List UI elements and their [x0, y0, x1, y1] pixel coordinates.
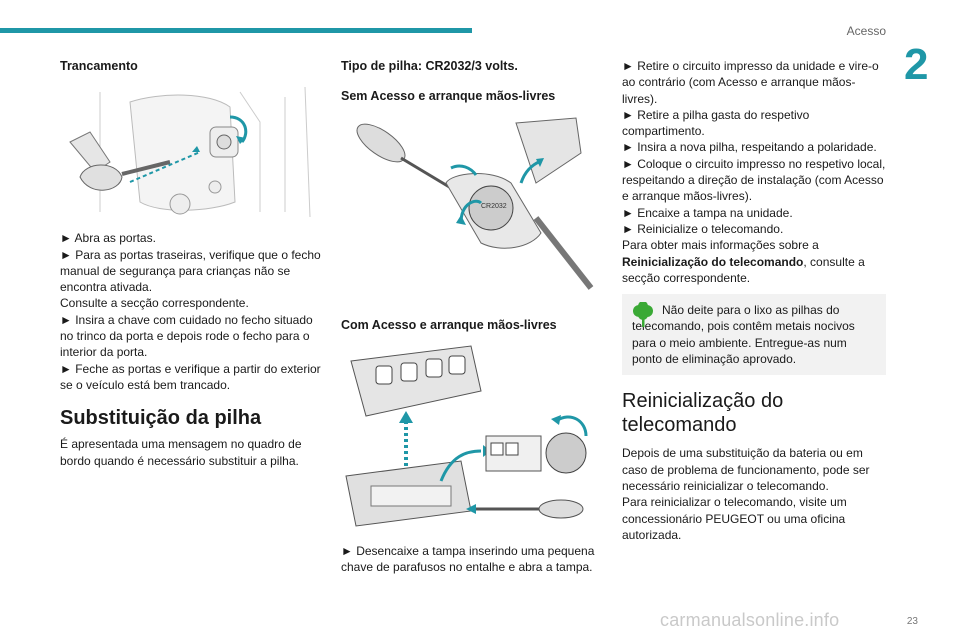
- locking-step-3: ► Insira a chave com cuidado no fecho si…: [60, 312, 313, 360]
- leaf-icon: [633, 302, 653, 328]
- with-keyless-subhead: Com Acesso e arranque mãos-livres: [341, 317, 557, 332]
- section-title: Acesso: [846, 24, 886, 38]
- column-middle: Tipo de pilha: CR2032/3 volts. Sem Acess…: [341, 58, 603, 575]
- battery-intro: É apresentada uma mensagem no quadro de …: [60, 437, 302, 468]
- more-info-link: Reinicialização do telecomando: [622, 254, 804, 269]
- locking-step-1: ► Abra as portas.: [60, 231, 156, 246]
- open-cover-instruction: ► Desencaixe a tampa inserindo uma peque…: [341, 543, 595, 575]
- page-number: 23: [906, 616, 918, 627]
- more-info-post: , consulte a secção correspondente.: [622, 254, 865, 285]
- replace-step-1: ► Retire o circuito impresso da unidade …: [622, 59, 879, 106]
- column-left: Trancamento ► Abra as portas. ► Para as …: [60, 58, 322, 469]
- key-battery-illustration: CR2032: [341, 112, 603, 303]
- locking-step-4: ► Feche as portas e verifique a partir d…: [60, 361, 321, 392]
- reset-body-1: Depois de uma substituição da bateria ou…: [622, 446, 870, 493]
- svg-text:CR2032: CR2032: [481, 203, 507, 210]
- keyless-fob-illustration: [341, 340, 603, 533]
- without-keyless-subhead: Sem Acesso e arranque mãos-livres: [341, 89, 556, 104]
- more-info-pre: Para obter mais informações sobre a: [622, 238, 819, 253]
- more-info-text: Para obter mais informações sobre a Rein…: [622, 237, 886, 286]
- replace-step-4: ► Coloque o circuito impresso no respeti…: [622, 156, 886, 204]
- locking-subhead: Trancamento: [60, 59, 138, 73]
- watermark: carmanualsonline.info: [660, 610, 840, 630]
- header-accent-bar: [0, 28, 472, 33]
- door-lock-illustration: [60, 82, 322, 223]
- reset-body-2: Para reinicializar o telecomando, visite…: [622, 495, 847, 542]
- replace-step-5: ► Encaixe a tampa na unidade.: [622, 205, 793, 220]
- replace-step-2: ► Retire a pilha gasta do respetivo comp…: [622, 107, 810, 139]
- replace-step-3: ► Insira a nova pilha, respeitando a pol…: [622, 140, 877, 155]
- chapter-number: 2: [904, 40, 929, 89]
- replace-step-6: ► Reinicialize o telecomando.: [622, 221, 784, 236]
- reset-heading: Reinicialização do telecomando: [622, 390, 784, 437]
- environment-note-text: Não deite para o lixo as pilhas do telec…: [632, 303, 855, 367]
- locking-note: Consulte a secção correspondente.: [60, 296, 249, 311]
- locking-step-2: ► Para as portas traseiras, verifique qu…: [60, 247, 321, 295]
- environment-note: Não deite para o lixo as pilhas do telec…: [622, 294, 886, 376]
- column-right: ► Retire o circuito impresso da unidade …: [622, 58, 886, 543]
- battery-type: Tipo de pilha: CR2032/3 volts.: [341, 59, 518, 73]
- battery-heading: Substituição da pilha: [60, 407, 262, 430]
